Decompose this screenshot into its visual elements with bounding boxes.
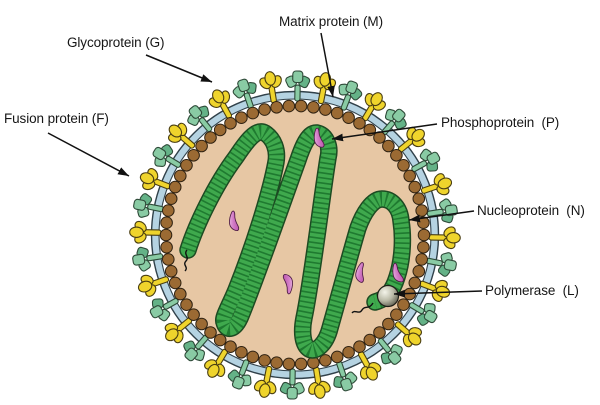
fusion-protein-spike — [253, 365, 277, 398]
arrow-phosphoprotein — [331, 123, 438, 142]
fusion-protein-spike — [137, 274, 170, 297]
envelope-spikes — [129, 70, 461, 400]
fusion-protein-spike — [259, 71, 282, 104]
label-phosphoprotein: Phosphoprotein (P) — [441, 115, 560, 130]
fusion-protein-spike — [428, 226, 461, 250]
glycoprotein-spike — [187, 105, 213, 133]
glycoprotein-spike — [285, 70, 311, 102]
fusion-protein-spike — [164, 317, 193, 344]
fusion-protein-spike — [208, 89, 233, 119]
fusion-protein-spike — [139, 168, 171, 191]
phosphoprotein — [355, 262, 364, 283]
nucleocapsid-coil — [179, 123, 412, 359]
glycoprotein-spike — [183, 334, 209, 362]
phosphoprotein — [313, 127, 325, 148]
fusion-protein-spike — [420, 173, 453, 196]
phosphoproteins — [229, 127, 404, 295]
matrix-protein-bead-ring — [159, 99, 431, 371]
label-glycoprotein: Glycoprotein (G) — [67, 35, 165, 50]
fusion-protein-spike — [308, 366, 331, 399]
glycoprotein-spike — [149, 298, 179, 322]
glycoprotein-spike — [338, 80, 363, 111]
glycoprotein-spike — [232, 78, 257, 110]
glycoprotein-spike — [279, 368, 305, 400]
arrow-fusion-protein — [47, 132, 130, 177]
glycoprotein-spike — [227, 359, 252, 390]
label-polymerase: Polymerase (L) — [485, 283, 579, 298]
glycoprotein-spike — [377, 337, 403, 365]
arrow-nucleoprotein — [408, 210, 475, 223]
arrow-glycoprotein — [145, 54, 213, 83]
rna-genome-ends — [184, 249, 374, 314]
glycoprotein-spike — [408, 302, 438, 326]
label-nucleoprotein: Nucleoprotein (N) — [477, 203, 585, 218]
phosphoprotein — [282, 273, 293, 295]
nucleoprotein-ribs — [181, 124, 410, 358]
arrow-polymerase — [393, 289, 483, 298]
glycoprotein-spike — [152, 144, 182, 168]
label-fusion-protein: Fusion protein (F) — [4, 111, 109, 126]
rna-end-left — [184, 249, 188, 272]
fusion-protein-spike — [397, 126, 426, 153]
label-matrix-protein: Matrix protein (M) — [279, 14, 383, 29]
fusion-protein-spike — [357, 351, 382, 381]
virion — [129, 70, 461, 400]
phosphoprotein — [229, 210, 240, 232]
glycoprotein-spike — [411, 148, 441, 172]
glycoprotein-spike — [381, 108, 407, 136]
arrow-matrix-protein — [320, 32, 335, 98]
annotation-arrows — [47, 32, 483, 298]
phosphoprotein — [392, 262, 404, 283]
fusion-protein-spike — [204, 348, 228, 378]
glycoprotein-spike — [132, 246, 164, 272]
polymerase-sphere — [376, 284, 400, 308]
fusion-protein-spike — [394, 321, 423, 348]
fusion-protein-spike — [167, 122, 196, 149]
rna-end-right — [351, 302, 374, 314]
